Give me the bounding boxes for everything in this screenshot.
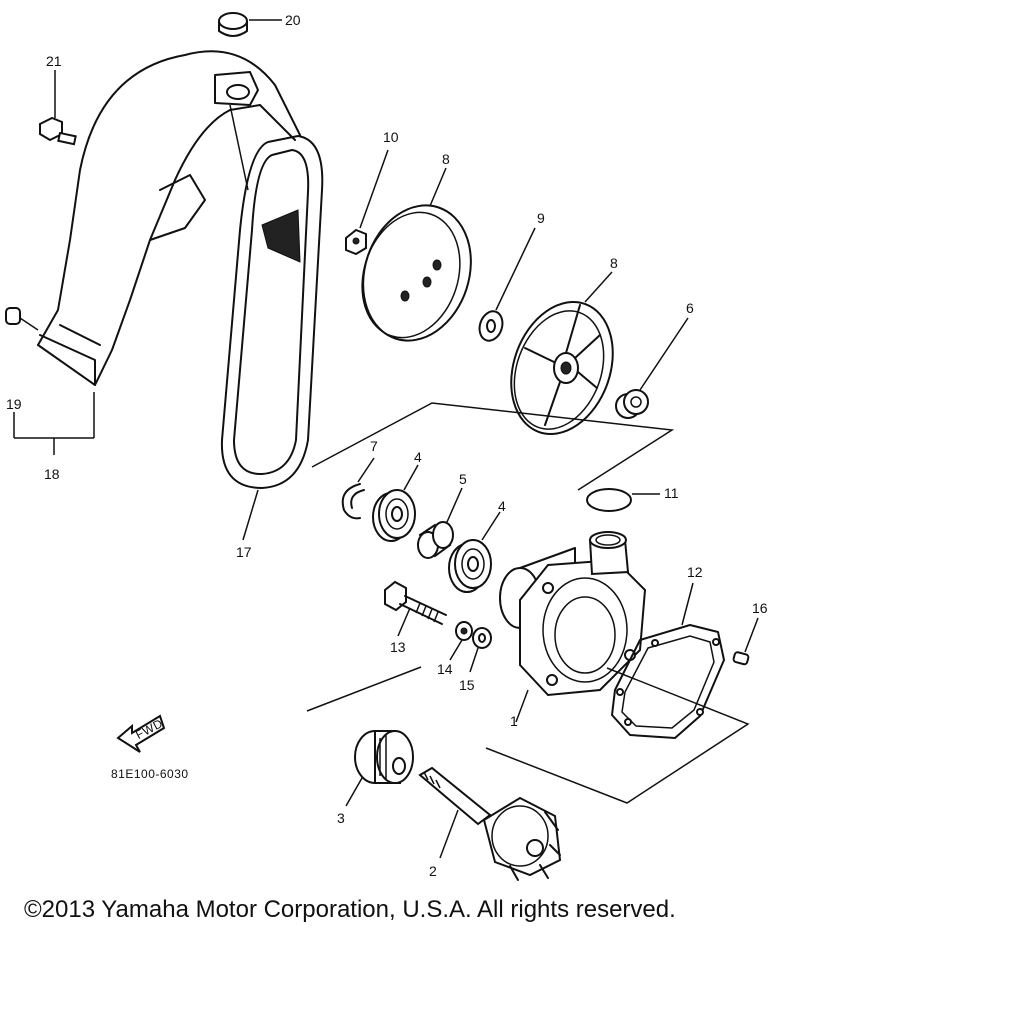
callout-1: 1 bbox=[510, 713, 518, 729]
callout-11: 11 bbox=[664, 485, 679, 501]
part-7-circlip bbox=[341, 457, 375, 520]
callout-9: 9 bbox=[537, 210, 545, 226]
fwd-label: FWD bbox=[133, 716, 165, 742]
callout-4a: 4 bbox=[414, 449, 422, 465]
part-9-washer bbox=[478, 227, 536, 342]
callout-8b: 8 bbox=[610, 255, 618, 271]
callout-6: 6 bbox=[686, 300, 694, 316]
part-6-bushing bbox=[615, 317, 689, 419]
callout-3: 3 bbox=[337, 810, 345, 826]
callout-2: 2 bbox=[429, 863, 437, 879]
part-2-impeller-shaft bbox=[418, 766, 562, 881]
callout-17: 17 bbox=[236, 544, 252, 560]
callout-5: 5 bbox=[459, 471, 467, 487]
callout-7: 7 bbox=[370, 438, 378, 454]
callout-21: 21 bbox=[46, 53, 62, 69]
part-4-bearing-right bbox=[448, 511, 501, 593]
part-5-spacer bbox=[417, 487, 463, 559]
part-4-bearing-left bbox=[372, 464, 419, 542]
part-12-gasket bbox=[611, 582, 725, 739]
part-11-oring bbox=[586, 488, 660, 512]
part-20-grommet bbox=[218, 12, 282, 37]
part-18-bracket bbox=[37, 50, 301, 386]
callout-14: 14 bbox=[437, 661, 453, 677]
callout-12: 12 bbox=[687, 564, 703, 580]
callout-16: 16 bbox=[752, 600, 768, 616]
fwd-arrow-icon: FWD bbox=[116, 714, 165, 753]
part-15-washer bbox=[469, 627, 492, 673]
part-16-dowel bbox=[732, 617, 759, 666]
callout-15: 15 bbox=[459, 677, 475, 693]
part-3-seal bbox=[345, 730, 414, 807]
copyright-notice: ©2013 Yamaha Motor Corporation, U.S.A. A… bbox=[24, 896, 676, 923]
part-13-bolt bbox=[384, 580, 447, 637]
diagram-code: 81E100-6030 bbox=[111, 767, 189, 781]
callout-19: 19 bbox=[6, 396, 22, 412]
callout-4b: 4 bbox=[498, 498, 506, 514]
part-14-washer bbox=[449, 621, 473, 661]
part-8-pulley-rear bbox=[510, 271, 614, 435]
group-outline-lower bbox=[306, 666, 750, 804]
callout-10: 10 bbox=[383, 129, 399, 145]
part-10-nut bbox=[345, 149, 389, 256]
callout-20: 20 bbox=[285, 12, 301, 28]
part-8-pulley-front bbox=[361, 167, 472, 342]
callout-18: 18 bbox=[44, 466, 60, 482]
leader-18 bbox=[13, 392, 95, 455]
part-19-dowel bbox=[5, 307, 39, 331]
callout-13: 13 bbox=[390, 639, 406, 655]
callout-8a: 8 bbox=[442, 151, 450, 167]
callout-labels: 1 2 3 4 4 5 6 7 8 8 9 10 11 12 13 14 15 … bbox=[6, 12, 768, 879]
part-17-belt bbox=[220, 135, 324, 541]
part-21-bolt bbox=[39, 70, 77, 146]
group-outline-upper bbox=[311, 402, 675, 491]
